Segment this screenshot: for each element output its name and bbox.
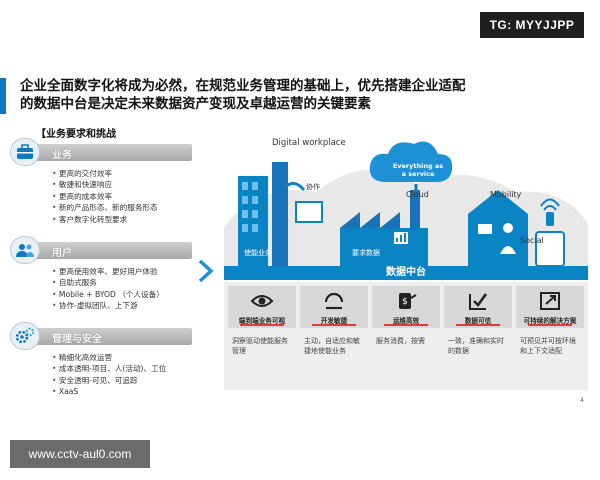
card-title: 运维高效 [392, 317, 420, 325]
section-label: 用户 [52, 248, 72, 259]
cloud-service-label: Everything as a service [392, 162, 444, 178]
card-title: 可持续的解决方案 [523, 317, 577, 325]
card-title: 数据可信 [464, 317, 492, 325]
section-header: 管理与安全 [10, 322, 192, 350]
section-list: 更高的交付效率 敏捷和快速响应 更高的成本效率 新的产品形态、新的服务形态 客户… [52, 168, 158, 225]
list-item: 更高的成本效率 [52, 191, 158, 202]
section-header: 业务 [10, 138, 192, 166]
data-platform-bar: 数据中台 [224, 266, 588, 280]
mobility-label: Mobility [490, 190, 522, 199]
section-bar [32, 242, 192, 259]
expand-icon [540, 292, 560, 310]
bottom-watermark: www.cctv-aul0.com [10, 440, 150, 468]
card-underline [528, 324, 572, 326]
enable-business-label: 使能业务 [244, 249, 272, 257]
eye-icon [250, 295, 274, 307]
digital-workplace-diagram: Digital workplace Everything as a servic… [216, 132, 596, 432]
business-icon [10, 138, 40, 166]
card-description: 可预见并可按环境和上下文适配 [520, 337, 576, 355]
card-trusted-data: 数据可信 一致，准确和实时的数据 [444, 286, 512, 386]
card-description: 服务消费，按需 [376, 337, 425, 345]
title-line-1: 企业全面数字化将成为必然，在规范业务管理的基础上，优先搭建企业适配 [20, 78, 466, 94]
card-title: 开发敏捷 [320, 317, 348, 325]
card-description: 一致，准确和实时的数据 [448, 337, 504, 355]
capability-cards: 端到端业务可视 洞察驱动使能服务管理 开发敏捷 主动，自适应和敏捷地使能业务 $… [224, 282, 588, 390]
section-label: 管理与安全 [52, 334, 102, 345]
card-underline [240, 324, 284, 326]
section-bar [32, 144, 192, 161]
list-item: 客户数字化转型要求 [52, 214, 158, 225]
card-underline [384, 324, 428, 326]
card-description: 主动，自适应和敏捷地使能业务 [304, 337, 360, 355]
list-item: 自助式服务 [52, 277, 164, 288]
list-item: Mobile + BYOD （个人设备） [52, 289, 164, 300]
title-block: 企业全面数字化将成为必然，在规范业务管理的基础上，优先搭建企业适配 的数据中台是… [0, 74, 600, 118]
agile-icon [324, 292, 344, 310]
list-item: 敏捷和快速响应 [52, 179, 158, 190]
card-visibility: 端到端业务可视 洞察驱动使能服务管理 [228, 286, 296, 386]
list-item: 成本透明-项目、人(活动)、工位 [52, 363, 166, 374]
list-item: 更高使用效率、更好用户体验 [52, 266, 164, 277]
workplace-illustration [224, 141, 588, 266]
section-header: 用户 [10, 236, 192, 264]
card-operations: $ 运维高效 服务消费，按需 [372, 286, 440, 386]
section-bar [32, 328, 192, 345]
card-description: 洞察驱动使能服务管理 [232, 337, 288, 355]
section-label: 业务 [52, 150, 72, 161]
list-item: 安全透明-可见、可追踪 [52, 375, 166, 386]
collab-label: 协作 [306, 183, 320, 191]
section-list: 精细化高效运营 成本透明-项目、人(活动)、工位 安全透明-可见、可追踪 Xaa… [52, 352, 166, 398]
gears-icon [10, 322, 40, 350]
card-title: 端到端业务可视 [238, 317, 286, 325]
list-item: 精细化高效运营 [52, 352, 166, 363]
ops-icon: $ [399, 293, 417, 309]
list-item: 更高的交付效率 [52, 168, 158, 179]
list-item: 新的产品形态、新的服务形态 [52, 202, 158, 213]
card-agile: 开发敏捷 主动，自适应和敏捷地使能业务 [300, 286, 368, 386]
title-line-2: 的数据中台是决定未来数据资产变现及卓越运营的关键要素 [20, 96, 371, 112]
card-header [444, 286, 512, 328]
card-underline [312, 324, 356, 326]
users-icon [10, 236, 40, 264]
cloud-label: Cloud [406, 190, 429, 199]
top-watermark: TG: MYYJJPP [480, 12, 584, 38]
list-item: 协作-虚拟团队、上下游 [52, 300, 164, 311]
digital-workplace-label: Digital workplace [272, 138, 346, 148]
check-icon [469, 293, 488, 310]
social-label: Social [520, 236, 544, 245]
card-underline [456, 324, 500, 326]
svg-text:$: $ [402, 297, 408, 307]
title-accent-bar [0, 78, 6, 114]
list-item: XaaS [52, 386, 166, 397]
page-title: 企业全面数字化将成为必然，在规范业务管理的基础上，优先搭建企业适配 的数据中台是… [20, 77, 580, 113]
card-sustainable: 可持续的解决方案 可预见并可按环境和上下文适配 [516, 286, 584, 386]
chevron-right-icon [198, 259, 214, 283]
requirements-data-label: 要求数据 [352, 249, 380, 257]
section-list: 更高使用效率、更好用户体验 自助式服务 Mobile + BYOD （个人设备）… [52, 266, 164, 312]
requirements-title: 【业务要求和挑战 [36, 129, 116, 140]
page-number: 4 [580, 397, 584, 404]
